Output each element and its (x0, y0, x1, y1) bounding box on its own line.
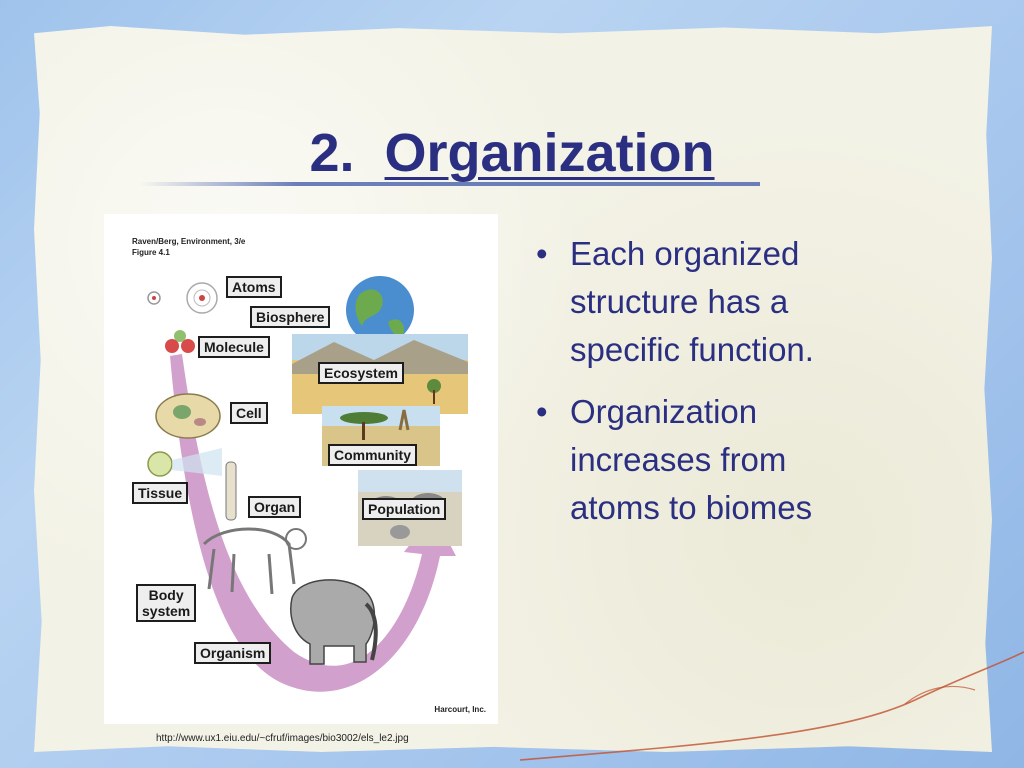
label-biosphere: Biosphere (250, 306, 331, 328)
slide-title: 2. Organization (0, 122, 1024, 184)
label-cell: Cell (230, 402, 268, 424)
bullet-glyph: • (536, 235, 548, 272)
source-url: http://www.ux1.eiu.edu/~cfruf/images/bio… (156, 733, 409, 744)
label-community: Community (328, 444, 417, 466)
label-organ: Organ (248, 496, 302, 518)
label-tissue: Tissue (132, 482, 189, 504)
title-rule (140, 182, 760, 186)
figure-caption-line1: Raven/Berg, Environment, 3/e (132, 237, 246, 246)
figure-caption: Raven/Berg, Environment, 3/e Figure 4.1 (132, 236, 245, 258)
levels-of-organization-figure: Raven/Berg, Environment, 3/e Figure 4.1 … (104, 214, 498, 724)
bullet-item: • Organization increases from atoms to b… (528, 388, 878, 532)
label-atoms: Atoms (226, 276, 282, 298)
label-ecosystem: Ecosystem (318, 362, 404, 384)
label-molecule: Molecule (198, 336, 270, 358)
title-word: Organization (384, 123, 715, 183)
label-body-system: Body system (136, 584, 197, 622)
label-population: Population (362, 498, 447, 520)
bullet-item: • Each organized structure has a specifi… (528, 230, 878, 374)
figure-caption-line2: Figure 4.1 (132, 248, 170, 257)
label-body-system-line2: system (142, 603, 191, 619)
bullet-text: Organization increases from atoms to bio… (570, 393, 813, 526)
label-body-system-line1: Body (148, 587, 184, 603)
figure-credit: Harcourt, Inc. (434, 705, 486, 714)
bullet-text: Each organized structure has a specific … (570, 235, 814, 368)
figure-illustration (147, 276, 468, 692)
label-organism: Organism (194, 642, 272, 664)
title-number: 2. (309, 123, 355, 183)
bullet-glyph: • (536, 393, 548, 430)
bullet-list: • Each organized structure has a specifi… (528, 230, 878, 546)
curved-arrow (170, 354, 456, 692)
